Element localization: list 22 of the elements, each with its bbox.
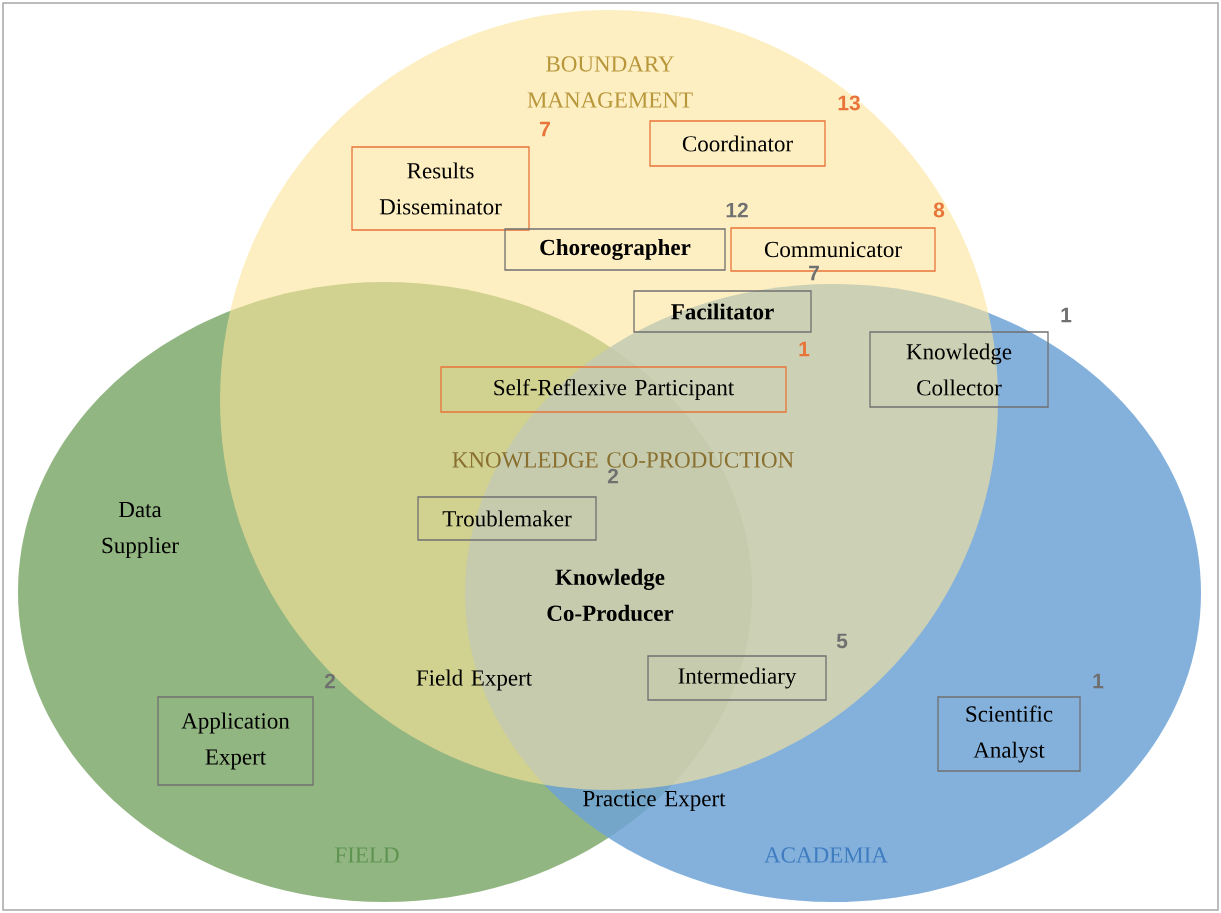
callout-number: 1	[799, 341, 810, 357]
callout-number: 12	[726, 202, 748, 218]
role-box: Choreographer	[504, 228, 726, 271]
region-label: Knowledge Co-Producer	[547, 568, 674, 622]
callout-number: 7	[540, 121, 550, 137]
callout-number: 13	[838, 95, 860, 111]
region-label: Field Expert	[416, 669, 532, 691]
callout-number: 1	[1093, 673, 1104, 689]
region-label: Practice Expert	[583, 790, 726, 812]
role-box: Intermediary	[647, 655, 827, 701]
role-box: Scientific Analyst	[937, 696, 1081, 772]
callout-number: 2	[607, 468, 618, 484]
region-label: Data Supplier	[102, 502, 179, 558]
role-box: Coordinator	[649, 120, 826, 167]
callout-number: 8	[933, 202, 945, 218]
callout-number: 1	[1061, 307, 1072, 323]
role-box: Facilitator	[633, 290, 812, 333]
role-box: Results Disseminator	[351, 146, 530, 231]
role-box: Troublemaker	[417, 496, 597, 541]
role-box: Application Expert	[157, 696, 314, 786]
callout-number: 2	[324, 673, 335, 689]
callout-number: 5	[836, 633, 848, 649]
